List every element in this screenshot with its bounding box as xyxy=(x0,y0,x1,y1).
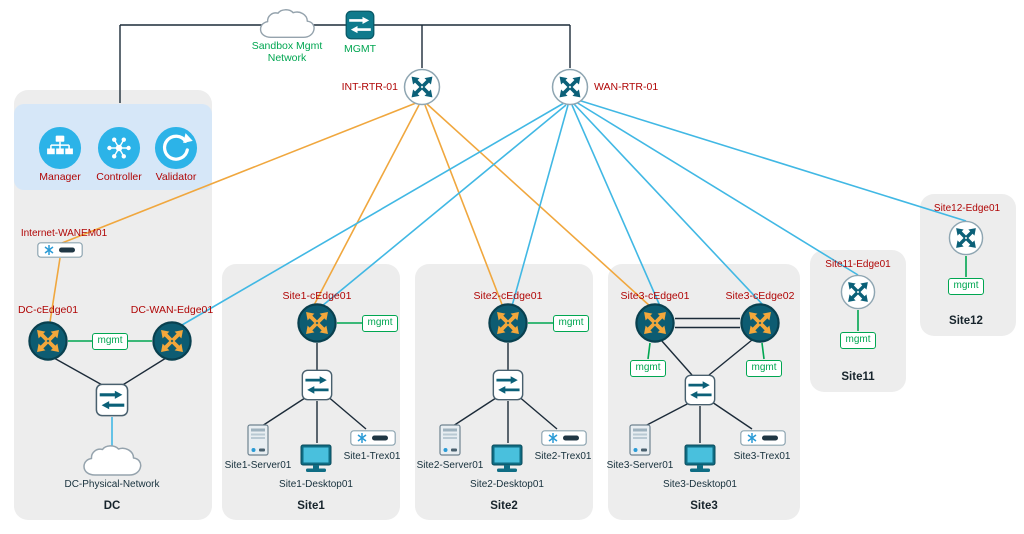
int-rtr-01-node[interactable] xyxy=(403,68,441,111)
site1-server01-node[interactable] xyxy=(247,424,269,461)
wan-edge-router-icon xyxy=(635,303,675,343)
site3-server01-node[interactable] xyxy=(629,424,651,461)
site3-switch-node[interactable] xyxy=(684,374,716,411)
dc-wan-edge01-node[interactable] xyxy=(152,321,192,366)
site1-cedge01-label: Site1-cEdge01 xyxy=(282,290,352,302)
validator-icon xyxy=(154,126,198,170)
desktop-icon xyxy=(683,444,717,474)
cloud-icon xyxy=(79,444,145,480)
dc-wan-edge01-label: DC-WAN-Edge01 xyxy=(130,304,214,316)
site1-trex01-node[interactable] xyxy=(350,430,396,451)
dc-group-label: DC xyxy=(103,500,121,512)
server-icon xyxy=(247,424,269,456)
controller-label: Controller xyxy=(96,171,142,183)
internet-wanem01-node[interactable] xyxy=(37,242,83,263)
switch-icon xyxy=(492,369,524,401)
site2-mgmt-badge[interactable]: mgmt xyxy=(553,315,589,332)
site12-group-box xyxy=(920,194,1016,336)
site12-group-label: Site12 xyxy=(949,315,983,327)
dc-cedge01-node[interactable] xyxy=(28,321,68,366)
site3-desktop01-label: Site3-Desktop01 xyxy=(663,479,737,490)
validator-label: Validator xyxy=(155,171,197,183)
cloud-icon xyxy=(256,8,318,42)
site11-mgmt-badge[interactable]: mgmt xyxy=(840,332,876,349)
site1-mgmt-badge[interactable]: mgmt xyxy=(362,315,398,332)
switch-icon xyxy=(95,383,129,417)
manager-label: Manager xyxy=(39,171,81,183)
router-icon xyxy=(840,274,876,310)
mgmt-switch-label: MGMT xyxy=(343,43,377,55)
server-icon xyxy=(629,424,651,456)
site2-server01-label: Site2-Server01 xyxy=(416,460,484,471)
internet-wanem01-label: Internet-WANEM01 xyxy=(20,228,108,239)
site2-server01-node[interactable] xyxy=(439,424,461,461)
trex-icon xyxy=(350,430,396,446)
router-icon xyxy=(403,68,441,106)
site2-cedge01-label: Site2-cEdge01 xyxy=(473,290,543,302)
site12-edge01-label: Site12-Edge01 xyxy=(933,203,1001,214)
wan-links xyxy=(111,99,967,446)
site11-edge01-node[interactable] xyxy=(840,274,876,315)
controller-node[interactable] xyxy=(97,126,141,175)
internet-links xyxy=(49,102,652,323)
site1-desktop01-label: Site1-Desktop01 xyxy=(279,479,353,490)
router-icon xyxy=(551,68,589,106)
site12-mgmt-badge[interactable]: mgmt xyxy=(948,278,984,295)
site1-server01-label: Site1-Server01 xyxy=(224,460,292,471)
site2-cedge01-node[interactable] xyxy=(488,303,528,348)
wan-rtr-01-node[interactable] xyxy=(551,68,589,111)
manager-node[interactable] xyxy=(38,126,82,175)
switch-filled-icon xyxy=(345,10,375,40)
site3-trex01-label: Site3-Trex01 xyxy=(733,451,791,462)
site2-group-label: Site2 xyxy=(490,500,518,512)
wanem-icon xyxy=(37,242,83,258)
sandbox-mgmt-cloud-label: Sandbox Mgmt Network xyxy=(251,40,323,65)
site3-cedge02-label: Site3-cEdge02 xyxy=(725,290,795,302)
dc-switch-node[interactable] xyxy=(95,383,129,422)
dc-physical-network-label: DC-Physical-Network xyxy=(64,479,160,490)
site1-switch-node[interactable] xyxy=(301,369,333,406)
controller-icon xyxy=(97,126,141,170)
trex-icon xyxy=(740,430,786,446)
wan-edge-router-icon xyxy=(297,303,337,343)
validator-node[interactable] xyxy=(154,126,198,175)
switch-icon xyxy=(684,374,716,406)
dc-mgmt-badge[interactable]: mgmt xyxy=(92,333,128,350)
site1-trex01-label: Site1-Trex01 xyxy=(343,451,401,462)
site3-mgmt2-badge[interactable]: mgmt xyxy=(746,360,782,377)
wan-edge-router-icon xyxy=(152,321,192,361)
site3-desktop01-node[interactable] xyxy=(683,444,717,479)
site12-edge01-node[interactable] xyxy=(948,220,984,261)
site3-cedge01-label: Site3-cEdge01 xyxy=(620,290,690,302)
trex-icon xyxy=(541,430,587,446)
lan-links xyxy=(53,317,753,443)
dc-cedge01-label: DC-cEdge01 xyxy=(17,304,79,316)
switch-icon xyxy=(301,369,333,401)
wan-edge-router-icon xyxy=(740,303,780,343)
wan-rtr-01-label: WAN-RTR-01 xyxy=(594,81,659,93)
site1-group-label: Site1 xyxy=(297,500,325,512)
site3-mgmt1-badge[interactable]: mgmt xyxy=(630,360,666,377)
site11-group-label: Site11 xyxy=(841,371,875,383)
site11-edge01-label: Site11-Edge01 xyxy=(825,259,891,270)
site3-group-label: Site3 xyxy=(690,500,718,512)
mgmt-links xyxy=(119,24,571,103)
site2-trex01-label: Site2-Trex01 xyxy=(534,451,592,462)
mgmt-switch[interactable] xyxy=(345,10,375,45)
site2-switch-node[interactable] xyxy=(492,369,524,406)
site2-desktop01-label: Site2-Desktop01 xyxy=(470,479,544,490)
wan-edge-router-icon xyxy=(488,303,528,343)
manager-icon xyxy=(38,126,82,170)
site3-server01-label: Site3-Server01 xyxy=(606,460,674,471)
int-rtr-01-label: INT-RTR-01 xyxy=(341,81,398,93)
server-icon xyxy=(439,424,461,456)
site3-cedge02-node[interactable] xyxy=(740,303,780,348)
site3-trex01-node[interactable] xyxy=(740,430,786,451)
router-icon xyxy=(948,220,984,256)
wan-edge-router-icon xyxy=(28,321,68,361)
site3-cedge01-node[interactable] xyxy=(635,303,675,348)
site1-cedge01-node[interactable] xyxy=(297,303,337,348)
site2-trex01-node[interactable] xyxy=(541,430,587,451)
